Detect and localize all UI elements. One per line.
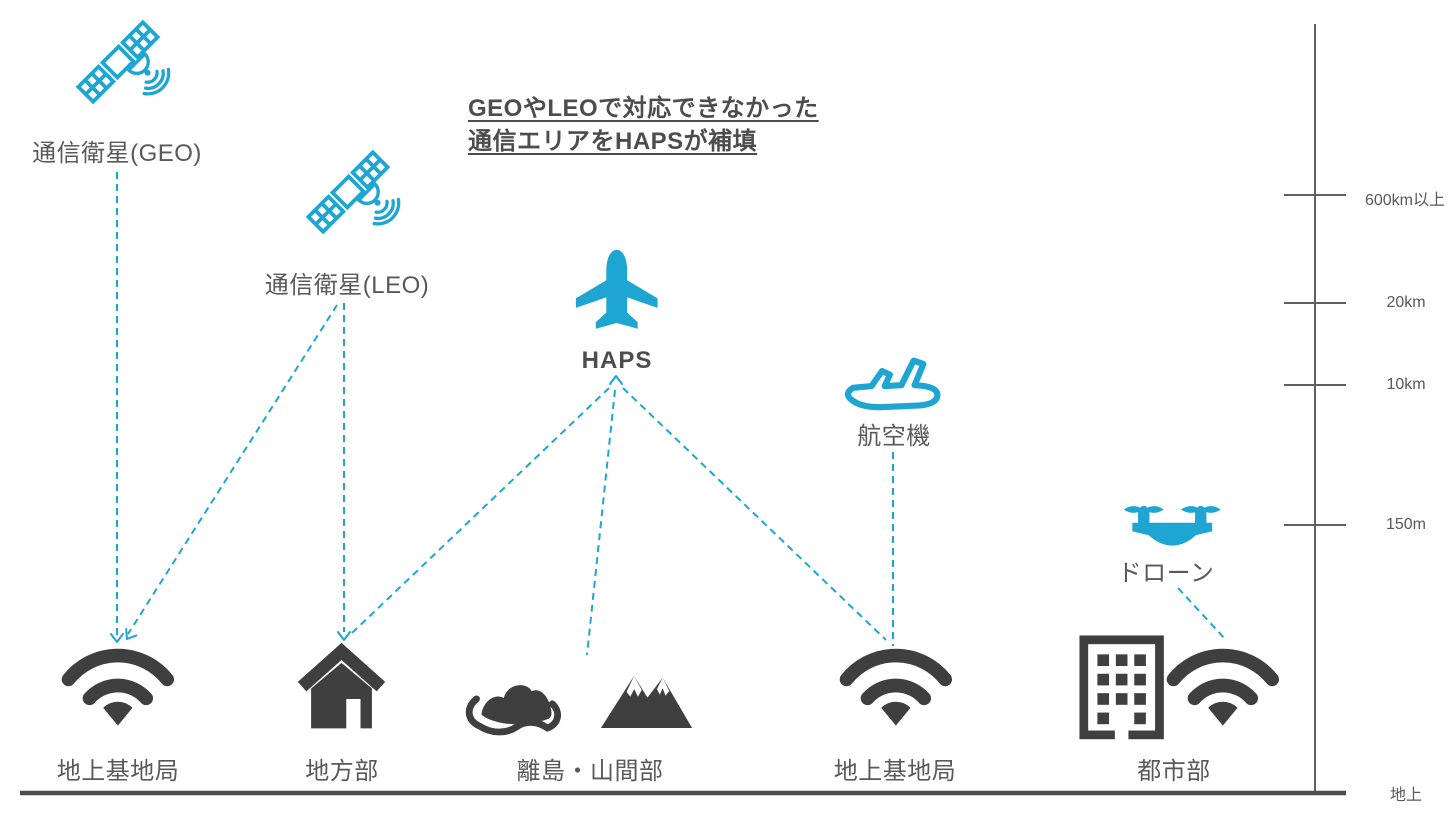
link-haps-to-island (586, 389, 616, 656)
rural-label: 地方部 (305, 758, 379, 785)
wifi-icon (1166, 648, 1280, 726)
satellite-icon (305, 149, 401, 235)
ground-label: 地上 (1389, 787, 1423, 804)
urban-label: 都市部 (1137, 758, 1211, 785)
wifi-icon (839, 648, 953, 726)
arrow-down-icon (337, 631, 351, 641)
airplane-outline-icon (844, 357, 941, 411)
axis-tick-label-150m: 150m (1385, 516, 1427, 533)
diagram-heading: GEOやLEOで対応できなかった 通信エリアをHAPSが補填 (468, 92, 819, 158)
leo-satellite-label: 通信衛星(LEO) (264, 272, 430, 299)
arrow-up-icon (609, 375, 623, 385)
satellite-icon (75, 19, 171, 105)
link-drone-to-urban (1177, 587, 1227, 641)
link-leo-to-base-left (127, 304, 338, 635)
aircraft-label: 航空機 (857, 423, 931, 450)
drone-icon (1123, 505, 1221, 546)
base-station-left-label: 地上基地局 (56, 758, 180, 785)
link-haps-to-rural (351, 387, 610, 634)
link-lines (116, 172, 1227, 656)
mountain-icon (600, 675, 693, 728)
island-mountain-label: 離島・山間部 (516, 758, 664, 785)
axis-tick-label-10km: 10km (1386, 376, 1426, 393)
house-icon (297, 642, 386, 729)
link-arrowheads (110, 375, 623, 643)
haps-label: HAPS (581, 347, 653, 374)
arrow-down-icon (110, 633, 124, 643)
island-icon (465, 685, 561, 736)
drone-label: ドローン (1117, 560, 1215, 587)
axis-tick-label-600km: 600km以上 (1364, 192, 1446, 209)
axis-tick-label-20km: 20km (1386, 294, 1426, 311)
geo-satellite-label: 通信衛星(GEO) (32, 140, 202, 167)
base-station-right-label: 地上基地局 (833, 758, 957, 785)
airplane-up-icon (575, 249, 658, 329)
heading-line-1: GEOやLEOで対応できなかった (468, 95, 819, 122)
wifi-icon (61, 648, 175, 726)
heading-line-2: 通信エリアをHAPSが補填 (468, 128, 758, 155)
building-icon (1079, 635, 1164, 741)
arrow-down-icon (125, 628, 138, 640)
altitude-axis (20, 24, 1346, 796)
link-haps-to-base-right (622, 387, 887, 641)
